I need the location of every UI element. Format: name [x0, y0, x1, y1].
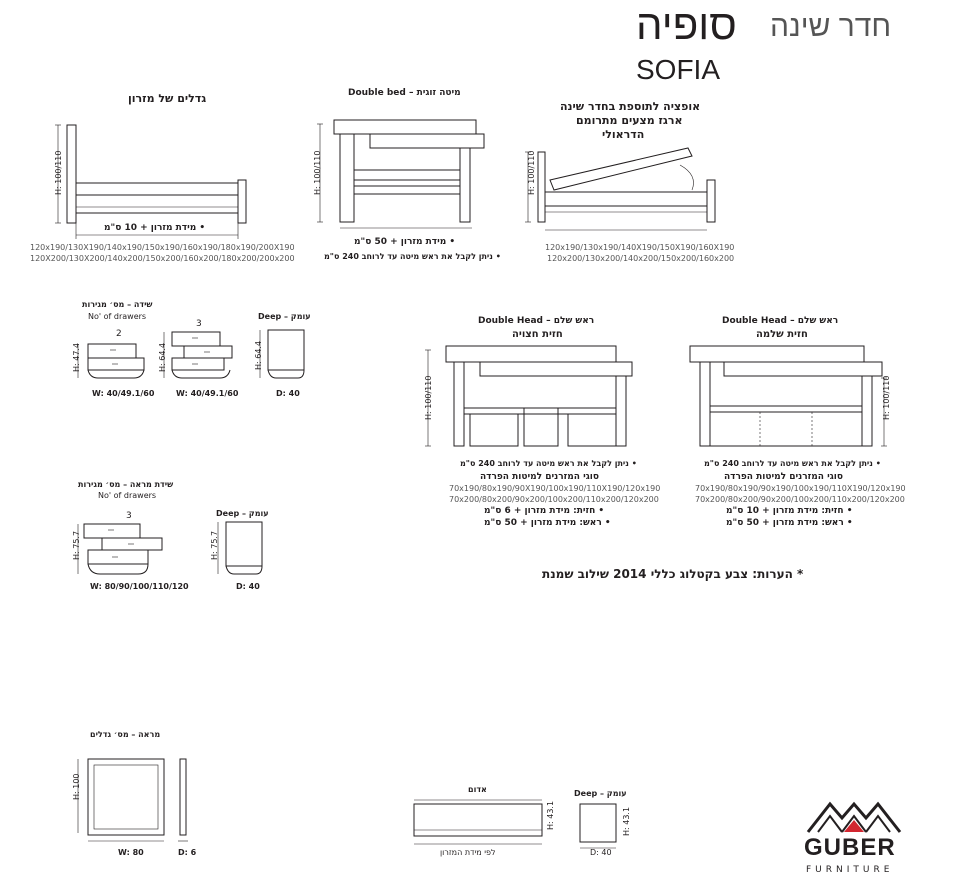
full-head-subtitle: חזית שלמה — [756, 329, 808, 340]
logo-brand: GUBER — [804, 834, 896, 861]
hydraulic-title-3: הדראולי — [602, 128, 645, 141]
nightstand-deep-height: H: 64.4 — [254, 340, 263, 370]
full-head-height: H: 100/110 — [882, 375, 891, 421]
logo-tagline: FURNITURE — [806, 865, 894, 875]
mirror-depth: D: 6 — [178, 848, 197, 857]
half-head-note2: סוגי המזרנים למיטות הפרדה — [480, 472, 599, 482]
dresser-deep-title: Deep – עומק — [216, 509, 269, 518]
page-subtitle-hebrew: חדר שינה — [770, 10, 892, 43]
dresser-count: 3 — [126, 511, 132, 521]
dresser-drawing — [77, 523, 163, 575]
double-bed-note1: • מידת מזרון + 50 ס"מ — [354, 237, 456, 247]
half-head-height: H: 100/110 — [424, 375, 433, 421]
half-head-sizes-row2: 70x200/80x200/90x200/100x200/110x200/120… — [449, 495, 659, 504]
dresser-deep-height: H: 75.7 — [210, 530, 219, 560]
full-head-sizes-row2: 70x200/80x200/90x200/100x200/110x200/120… — [695, 495, 905, 504]
mirror-width: W: 80 — [118, 848, 144, 857]
double-bed-height-label: H: 100/110 — [313, 150, 322, 196]
full-head-sizes-row1: 70x190/80x190/90x190/100x190/110X190/120… — [695, 484, 906, 493]
dresser-deep-value: D: 40 — [236, 582, 260, 591]
half-head-note4: • ראש: מידת מזרון + 50 ס"מ — [484, 518, 611, 528]
mattress-height-label: H: 100/110 — [54, 150, 63, 196]
nightstand-3-drawer-drawing — [163, 331, 233, 379]
mirror-drawing — [77, 758, 188, 842]
bench-deep-drawing — [579, 803, 617, 849]
full-head-note4: • ראש: מידת מזרון + 50 ס"מ — [726, 518, 853, 528]
nightstand-2-width: W: 40/49.1/60 — [92, 389, 155, 398]
nightstand-subtitle: No' of drawers — [88, 312, 147, 321]
bench-title: אדום — [468, 785, 487, 794]
mattress-sizes-title: גדלים של מזרון — [128, 92, 207, 105]
bench-deep-title: Deep – עומק — [574, 789, 627, 798]
nightstand-title: שידה – מס׳ מגירות — [82, 300, 153, 309]
bench-deep-value: D: 40 — [590, 848, 612, 857]
hydraulic-height-label: H: 100/110 — [527, 150, 536, 196]
bench-drawing — [413, 799, 543, 845]
hydraulic-title-2: ארגז מצעים מתרומם — [576, 114, 683, 127]
double-bed-note2: • ניתן לקבל את ראש מיטה עד לרוחב 240 ס"מ — [324, 252, 501, 261]
full-head-note2: סוגי המזרנים למיטות הפרדה — [724, 472, 843, 482]
mattress-sizes-row2: 120X200/130X200/140x200/150x200/160x200/… — [30, 254, 295, 263]
page-title-hebrew: סופיה — [636, 1, 737, 48]
remarks-note: * הערות: צבע בקטלוג כללי 2014 שילוב שמנת — [542, 567, 804, 581]
nightstand-2-height: H: 47.4 — [72, 342, 81, 372]
full-head-title: Double Head – ראש שלם — [722, 316, 839, 326]
dresser-width: W: 80/90/100/110/120 — [90, 582, 189, 591]
half-head-note1: • ניתן לקבל את ראש מיטה עד לרוחב 240 ס"מ — [460, 459, 637, 468]
half-head-title: Double Head – ראש שלם — [478, 316, 595, 326]
dresser-subtitle: No' of drawers — [98, 491, 157, 500]
mirror-height: H: 100 — [72, 773, 81, 800]
page-title-english: SOFIA — [636, 54, 721, 85]
hydraulic-sizes-row1: 120x190/130x190/140X190/150X190/160X190 — [545, 243, 735, 252]
mattress-bed-drawing — [55, 124, 247, 239]
mirror-title: מראה – מס׳ גדלים — [90, 730, 161, 739]
full-head-note1: • ניתן לקבל את ראש מיטה עד לרוחב 240 ס"מ — [704, 459, 881, 468]
dresser-deep-drawing — [217, 521, 263, 575]
half-head-bed-drawing — [425, 345, 633, 447]
nightstand-deep-value: D: 40 — [276, 389, 300, 398]
dresser-title: שידת מראה – מס׳ מגירות — [78, 480, 174, 489]
full-head-note3: • חזית: מידת מזרון + 10 ס"מ — [726, 506, 853, 516]
half-head-subtitle: חזית חצויה — [512, 329, 563, 340]
nightstand-deep-title: Deep – עומק — [258, 312, 311, 321]
bench-deep-height: H: 43.1 — [622, 806, 631, 836]
half-head-note3: • חזית: מידת מזרון + 6 ס"מ — [484, 506, 605, 516]
bench-note: לפי מידת המזרון — [440, 848, 496, 857]
guber-logo-mark — [806, 801, 902, 833]
mattress-note: • מידת מזרון + 10 ס"מ — [104, 223, 206, 233]
nightstand-3-height: H: 64.4 — [158, 342, 167, 372]
mattress-sizes-row1: 120x190/130X190/140x190/150x190/160x190/… — [30, 243, 295, 252]
hydraulic-bed-drawing — [525, 147, 716, 231]
half-head-sizes-row1: 70x190/80x190/90X190/100x190/110X190/120… — [449, 484, 661, 493]
nightstand-count-2: 2 — [116, 329, 122, 339]
dresser-height: H: 75.7 — [72, 530, 81, 560]
nightstand-2-drawer-drawing — [77, 343, 145, 379]
hydraulic-sizes-row2: 120x200/130x200/140x200/150x200/160x200 — [547, 254, 735, 263]
nightstand-3-width: W: 40/49.1/60 — [176, 389, 239, 398]
bench-height: H: 43.1 — [546, 800, 555, 830]
hydraulic-title-1: אופציה לתוספת בחדר שינה — [560, 100, 701, 113]
nightstand-deep-drawing — [259, 329, 305, 379]
full-head-bed-drawing — [689, 345, 887, 447]
double-bed-title: Double bed – מיטה זוגית — [348, 88, 461, 98]
nightstand-count-3: 3 — [196, 319, 202, 329]
double-bed-drawing — [317, 119, 485, 229]
